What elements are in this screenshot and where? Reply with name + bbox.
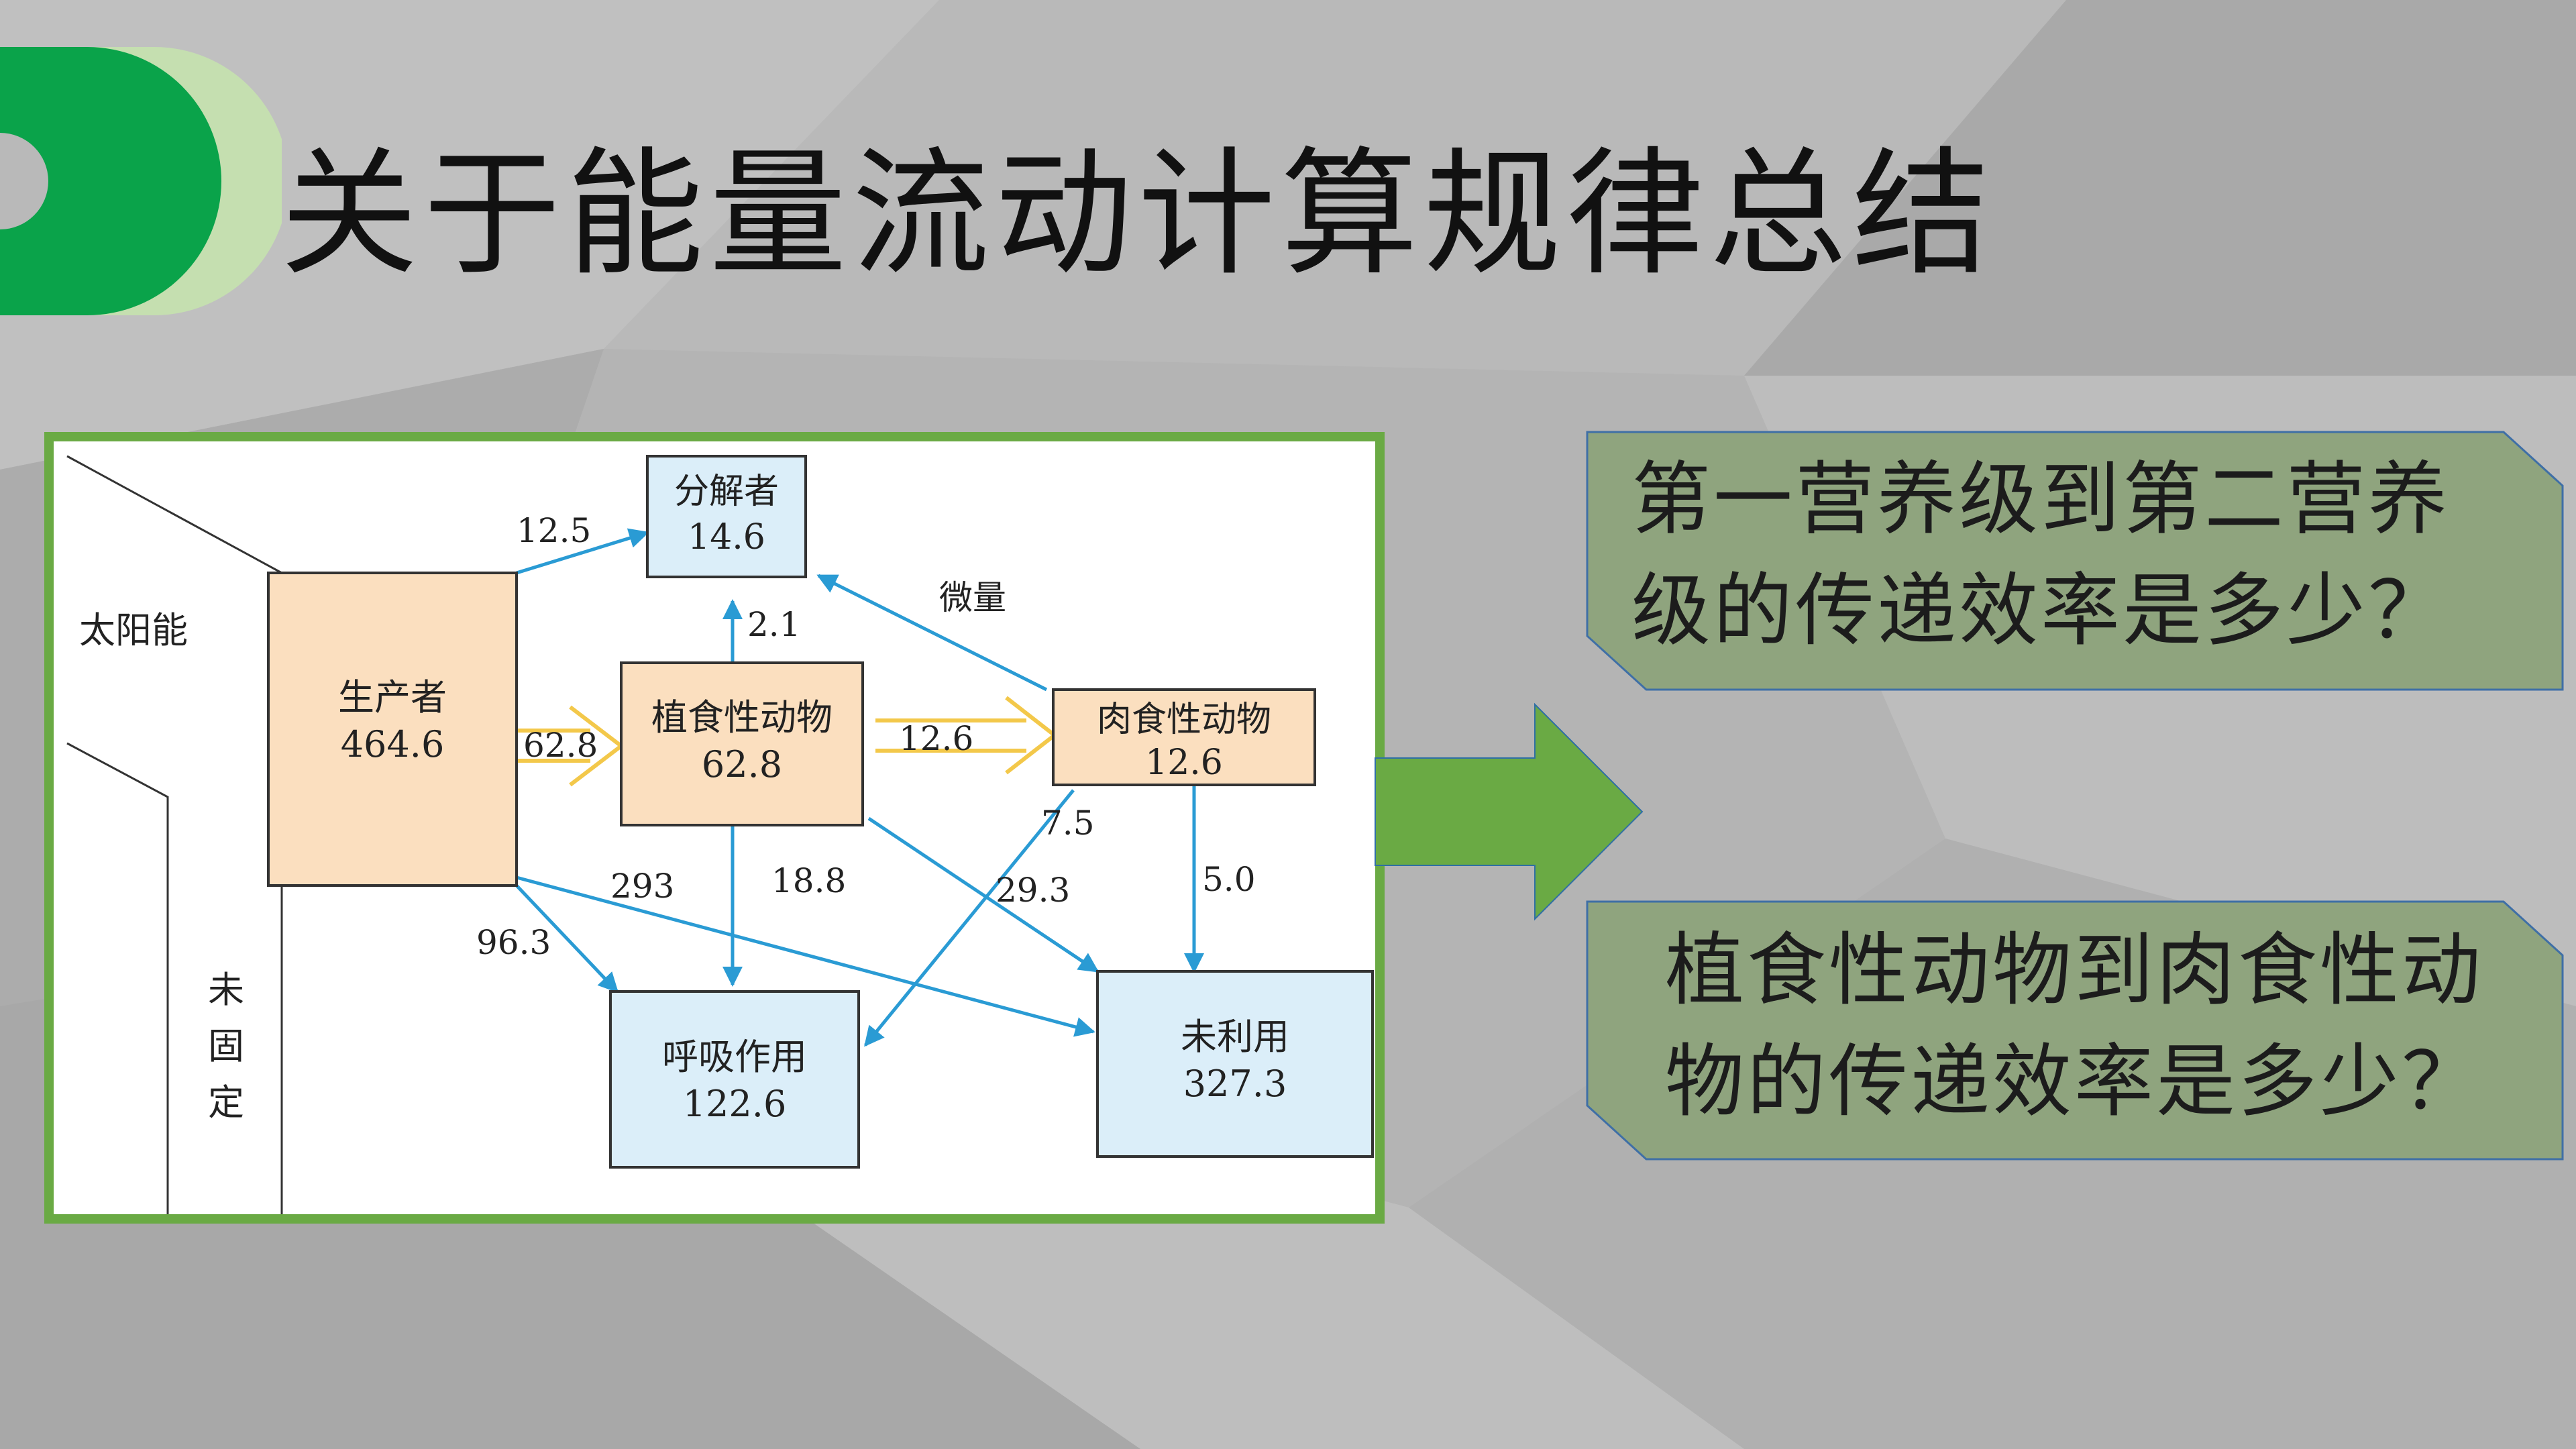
blue-flow-arrows <box>515 528 1204 1047</box>
flow-labels: 12.5 2.1 微量 62.8 12.6 7.5 5.0 293 18.8 2… <box>476 511 1256 962</box>
flow-label-carnivore-unused: 5.0 <box>1202 860 1256 899</box>
node-respiration: 呼吸作用 122.6 <box>609 990 860 1169</box>
flow-label-producer-unused: 293 <box>610 867 674 906</box>
question-box-2-shape <box>1586 900 2564 1161</box>
question-2-line-2: 物的传递效率是多少？ <box>1665 1035 2484 1128</box>
right-arrow-shape <box>1375 702 1644 921</box>
question-1-line-2: 级的传递效率是多少？ <box>1631 564 2451 657</box>
node-respiration-name: 呼吸作用 <box>662 1036 807 1078</box>
question-box-1-shape <box>1586 431 2564 691</box>
node-respiration-value: 122.6 <box>683 1083 787 1125</box>
unfixed-label-3: 定 <box>208 1081 244 1124</box>
node-herbivore-name: 植食性动物 <box>651 696 833 739</box>
node-carnivore-value: 12.6 <box>1145 743 1223 783</box>
question-1-line-1: 第一营养级到第二营养 <box>1631 453 2451 545</box>
energy-flow-diagram: 太阳能 未 固 定 生产者 464.6 <box>66 455 1374 1214</box>
question-box-2: 植食性动物到肉食性动 物的传递效率是多少？ <box>1585 899 2565 1162</box>
slide-title: 关于能量流动计算规律总结 <box>280 135 1995 294</box>
node-herbivore-value: 62.8 <box>702 743 782 786</box>
flow-label-producer-herbivore: 62.8 <box>523 726 598 765</box>
flow-label-herbivore-carnivore: 12.6 <box>899 719 973 758</box>
node-producer-value: 464.6 <box>341 723 445 765</box>
flow-label-producer-respiration: 96.3 <box>476 923 551 962</box>
node-unused: 未利用 327.3 <box>1096 970 1374 1158</box>
node-producer-name: 生产者 <box>338 676 447 718</box>
node-carnivore-name: 肉食性动物 <box>1097 700 1271 740</box>
question-2-line-1: 植食性动物到肉食性动 <box>1665 924 2484 1016</box>
flow-label-herbivore-unused: 29.3 <box>996 871 1070 910</box>
flow-label-producer-decomposer: 12.5 <box>517 511 591 550</box>
flow-label-carnivore-decomposer: 微量 <box>939 578 1006 617</box>
sunlight-boundary <box>66 455 283 1214</box>
node-carnivore: 肉食性动物 12.6 <box>1052 688 1316 786</box>
energy-flow-diagram-frame: 太阳能 未 固 定 生产者 464.6 <box>44 432 1385 1224</box>
unfixed-label-2: 固 <box>208 1025 244 1067</box>
node-decomposer-name: 分解者 <box>674 472 779 512</box>
node-unused-value: 327.3 <box>1183 1063 1287 1105</box>
question-box-1: 第一营养级到第二营养 级的传递效率是多少？ <box>1585 429 2565 692</box>
node-herbivore: 植食性动物 62.8 <box>620 661 864 826</box>
sun-energy-label: 太阳能 <box>79 609 188 651</box>
flow-label-herbivore-respiration: 18.8 <box>771 861 846 900</box>
node-unused-name: 未利用 <box>1181 1016 1289 1058</box>
unfixed-label-1: 未 <box>208 969 244 1011</box>
node-decomposer: 分解者 14.6 <box>646 455 807 578</box>
node-producer: 生产者 464.6 <box>267 572 518 887</box>
yellow-flow-arrows <box>517 696 1058 787</box>
flow-label-carnivore-respiration: 7.5 <box>1041 804 1095 843</box>
logo-shape <box>0 47 282 315</box>
flow-label-herbivore-decomposer: 2.1 <box>747 605 801 644</box>
node-decomposer-value: 14.6 <box>688 517 765 557</box>
